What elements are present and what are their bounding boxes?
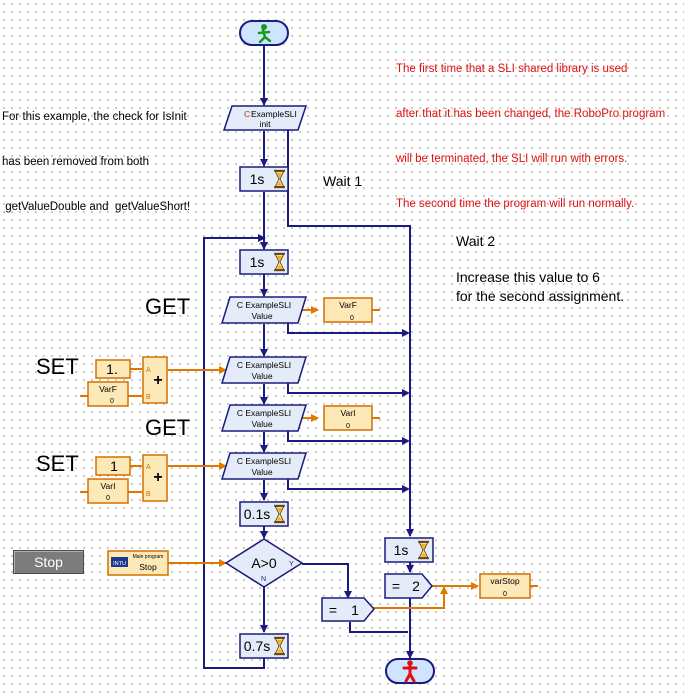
var-value: 0	[346, 423, 350, 430]
wait-value: 1s	[250, 171, 265, 187]
isinit-line: getValueDouble and getValueShort!	[2, 201, 191, 213]
wait-block-07s[interactable]: 0.7s	[239, 633, 289, 659]
data-lines	[80, 306, 538, 609]
wait2-label: Wait 2	[456, 233, 496, 249]
var-name: VarI	[341, 408, 356, 418]
start-block[interactable]	[239, 20, 289, 46]
assign-block-1[interactable]: = 1	[321, 597, 375, 622]
main-program-stop-block[interactable]: INTU Main program Stop	[107, 550, 169, 576]
main-program-tag: Main program	[133, 554, 164, 560]
warning-line: The second time the program will run nor…	[396, 198, 635, 210]
var-name: VarF	[99, 384, 117, 394]
wait-value: 1s	[394, 542, 409, 558]
var-value: 0	[110, 398, 114, 405]
sli-func: Value	[251, 371, 272, 381]
set-label-1: SET	[36, 354, 79, 379]
sli-func: Value	[251, 419, 272, 429]
var-vari-in[interactable]: VarI 0	[87, 478, 129, 504]
wait-value: 1s	[250, 254, 265, 270]
input-b-label: B	[146, 394, 151, 401]
wait-block-2[interactable]: 1s	[239, 249, 289, 275]
assign-value: 1	[351, 602, 359, 618]
sli-init-name: ExampleSLI	[251, 109, 297, 119]
green-running-man-icon	[257, 24, 272, 44]
sli-set-block-2[interactable]: C ExampleSLI Value	[220, 452, 308, 480]
assign-value: 2	[412, 578, 420, 594]
const-value: 1	[110, 458, 118, 474]
warning-line: The first time that a SLI shared library…	[396, 63, 628, 75]
plus-block-1[interactable]: A B +	[142, 356, 168, 404]
var-name: VarI	[101, 481, 116, 491]
const-block-1[interactable]: 1	[95, 456, 131, 476]
var-varstop[interactable]: varStop 0	[479, 573, 531, 599]
var-name: VarF	[339, 300, 357, 310]
get-label-1: GET	[145, 294, 191, 319]
input-a-label: A	[146, 464, 151, 471]
plus-block-2[interactable]: A B +	[142, 454, 168, 502]
sli-init-block[interactable]: C ExampleSLI init	[222, 105, 308, 131]
increase-note-line2: for the second assignment.	[456, 288, 625, 304]
assign-op: =	[329, 602, 337, 618]
sli-prefix: C	[244, 109, 250, 119]
get-label-2: GET	[145, 415, 191, 440]
const-block-1dot[interactable]: 1.	[95, 359, 131, 379]
input-b-label: B	[146, 491, 151, 498]
isinit-line: has been removed from both	[2, 156, 150, 168]
var-value: 0	[503, 591, 507, 598]
wait-block-1[interactable]: 1s	[239, 166, 289, 192]
sli-name: C ExampleSLI	[237, 360, 291, 370]
wait-block-01s[interactable]: 0.1s	[239, 501, 289, 527]
sli-name: C ExampleSLI	[237, 408, 291, 418]
sli-name: C ExampleSLI	[237, 300, 291, 310]
warning-line: after that it has been changed, the Robo…	[396, 108, 666, 120]
assign-block-2[interactable]: = 2	[384, 573, 433, 599]
branch-no-label: N	[261, 576, 266, 583]
var-varf-out[interactable]: VarF 0	[323, 297, 373, 323]
sli-get-block-2[interactable]: C ExampleSLI Value	[220, 404, 308, 432]
branch-yes-label: Y	[289, 561, 294, 568]
warning-note: The first time that a SLI shared library…	[396, 32, 665, 227]
input-a-label: A	[146, 367, 151, 374]
var-value: 0	[350, 315, 354, 322]
var-value: 0	[106, 495, 110, 502]
flow-arrows	[258, 234, 410, 493]
plus-icon: +	[153, 372, 162, 389]
var-varf-in[interactable]: VarF 0	[87, 381, 129, 407]
sli-name: C ExampleSLI	[237, 456, 291, 466]
isinit-note: For this example, the check for IsInit h…	[2, 80, 190, 230]
sli-init-func: init	[260, 119, 272, 129]
increase-note-line1: Increase this value to 6	[456, 269, 600, 285]
assign-op: =	[392, 578, 400, 594]
sli-set-block-1[interactable]: C ExampleSLI Value	[220, 356, 308, 384]
wait-value: 0.7s	[244, 638, 270, 654]
isinit-line: For this example, the check for IsInit	[2, 111, 187, 123]
branch-block[interactable]: A>0 Y N	[224, 538, 304, 588]
set-label-2: SET	[36, 451, 79, 476]
red-stop-man-icon	[402, 660, 418, 683]
warning-line: will be terminated, the SLI will run wit…	[396, 153, 628, 165]
var-vari-out[interactable]: VarI 0	[323, 405, 373, 431]
wait-value: 0.1s	[244, 506, 270, 522]
var-name: varStop	[490, 576, 520, 586]
end-block[interactable]	[385, 658, 435, 684]
plus-icon: +	[153, 469, 162, 486]
intu-icon-label: INTU	[113, 561, 126, 567]
wait1-label: Wait 1	[323, 173, 363, 189]
sli-func: Value	[251, 467, 272, 477]
intu-icon	[111, 557, 128, 567]
sli-get-block-1[interactable]: C ExampleSLI Value	[220, 296, 308, 324]
branch-condition: A>0	[251, 555, 277, 571]
sli-func: Value	[251, 311, 272, 321]
main-program-label: Stop	[139, 562, 157, 572]
stop-button[interactable]: Stop	[13, 550, 84, 574]
const-value: 1.	[106, 361, 118, 377]
wait-block-3[interactable]: 1s	[384, 537, 434, 563]
